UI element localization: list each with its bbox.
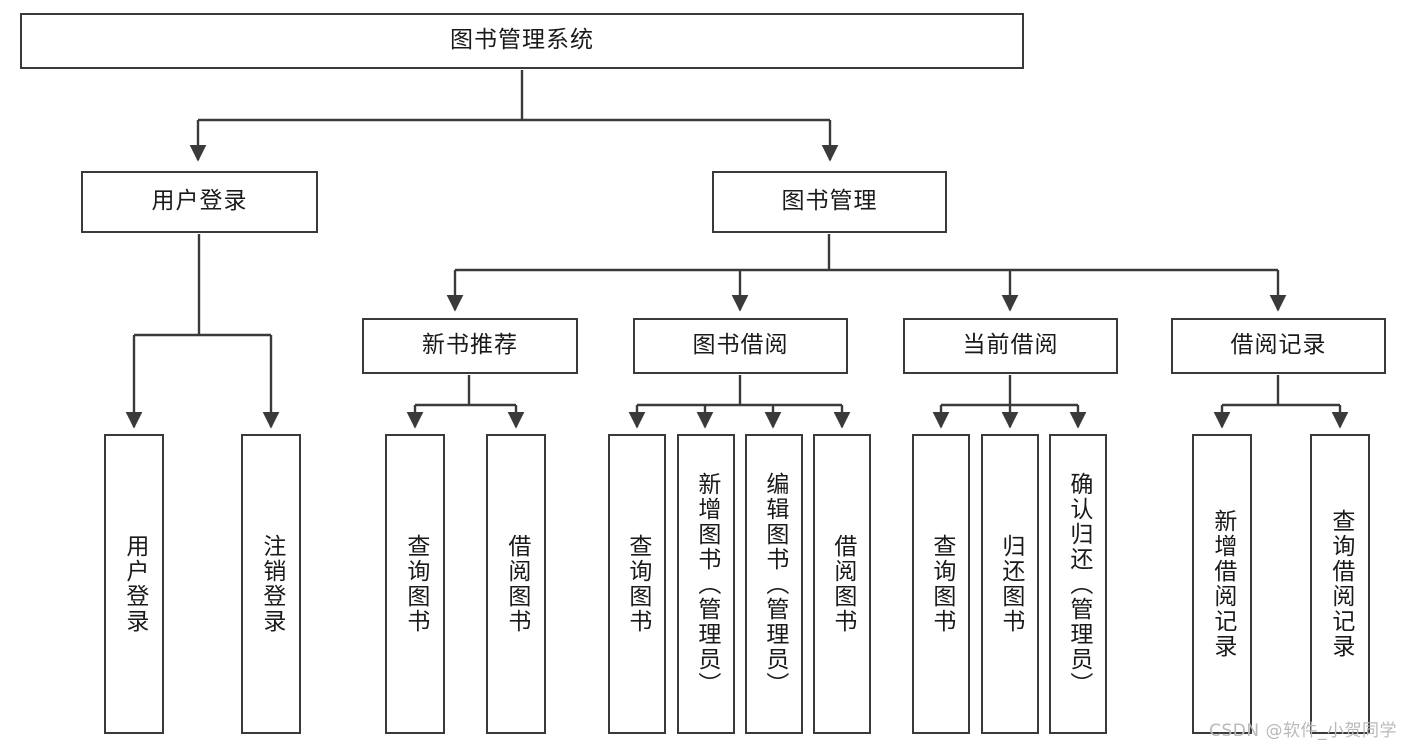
node-book-management[interactable]: 图书管理 bbox=[712, 171, 947, 233]
node-label: 新书推荐 bbox=[422, 332, 518, 359]
node-label: 查询图书 bbox=[624, 534, 651, 634]
node-new-book-recommend[interactable]: 新书推荐 bbox=[362, 318, 578, 374]
leaf-book-borrow-add-book-admin[interactable]: 新增图书（管理员） bbox=[677, 434, 735, 734]
node-book-borrow[interactable]: 图书借阅 bbox=[633, 318, 848, 374]
leaf-user-login-signin[interactable]: 用户登录 bbox=[104, 434, 164, 734]
node-label: 确认归还（管理员） bbox=[1065, 471, 1092, 697]
node-label: 查询图书 bbox=[402, 534, 429, 634]
node-label: 用户登录 bbox=[121, 534, 148, 634]
leaf-user-login-signout[interactable]: 注销登录 bbox=[241, 434, 301, 734]
node-root-book-management-system[interactable]: 图书管理系统 bbox=[20, 13, 1024, 69]
node-label: 查询图书 bbox=[928, 534, 955, 634]
node-label: 注销登录 bbox=[258, 534, 285, 634]
leaf-new-book-query-book[interactable]: 查询图书 bbox=[385, 434, 445, 734]
leaf-borrow-record-query-record[interactable]: 查询借阅记录 bbox=[1310, 434, 1370, 734]
leaf-new-book-borrow-book[interactable]: 借阅图书 bbox=[486, 434, 546, 734]
node-label: 图书管理 bbox=[781, 188, 878, 215]
node-label: 用户登录 bbox=[151, 188, 248, 215]
node-label: 编辑图书（管理员） bbox=[761, 471, 788, 697]
leaf-current-borrow-confirm-return-admin[interactable]: 确认归还（管理员） bbox=[1049, 434, 1107, 734]
node-current-borrow[interactable]: 当前借阅 bbox=[903, 318, 1118, 374]
node-label: 借阅图书 bbox=[829, 534, 856, 634]
leaf-current-borrow-return-book[interactable]: 归还图书 bbox=[981, 434, 1039, 734]
leaf-current-borrow-query-book[interactable]: 查询图书 bbox=[912, 434, 970, 734]
node-label: 图书借阅 bbox=[692, 332, 789, 359]
node-label: 归还图书 bbox=[997, 534, 1024, 634]
node-label: 图书管理系统 bbox=[450, 27, 594, 54]
leaf-book-borrow-edit-book-admin[interactable]: 编辑图书（管理员） bbox=[745, 434, 803, 734]
node-label: 借阅记录 bbox=[1230, 332, 1327, 359]
node-label: 新增借阅记录 bbox=[1209, 509, 1236, 659]
node-label: 借阅图书 bbox=[503, 534, 530, 634]
leaf-book-borrow-query-book[interactable]: 查询图书 bbox=[608, 434, 666, 734]
node-borrow-record[interactable]: 借阅记录 bbox=[1171, 318, 1386, 374]
node-user-login[interactable]: 用户登录 bbox=[81, 171, 318, 233]
csdn-watermark: CSDN @软件_小贺同学 bbox=[1209, 721, 1397, 741]
node-label: 当前借阅 bbox=[962, 332, 1059, 359]
node-label: 新增图书（管理员） bbox=[693, 471, 720, 697]
node-label: 查询借阅记录 bbox=[1327, 509, 1354, 659]
leaf-book-borrow-borrow-book[interactable]: 借阅图书 bbox=[813, 434, 871, 734]
leaf-borrow-record-add-record[interactable]: 新增借阅记录 bbox=[1192, 434, 1252, 734]
